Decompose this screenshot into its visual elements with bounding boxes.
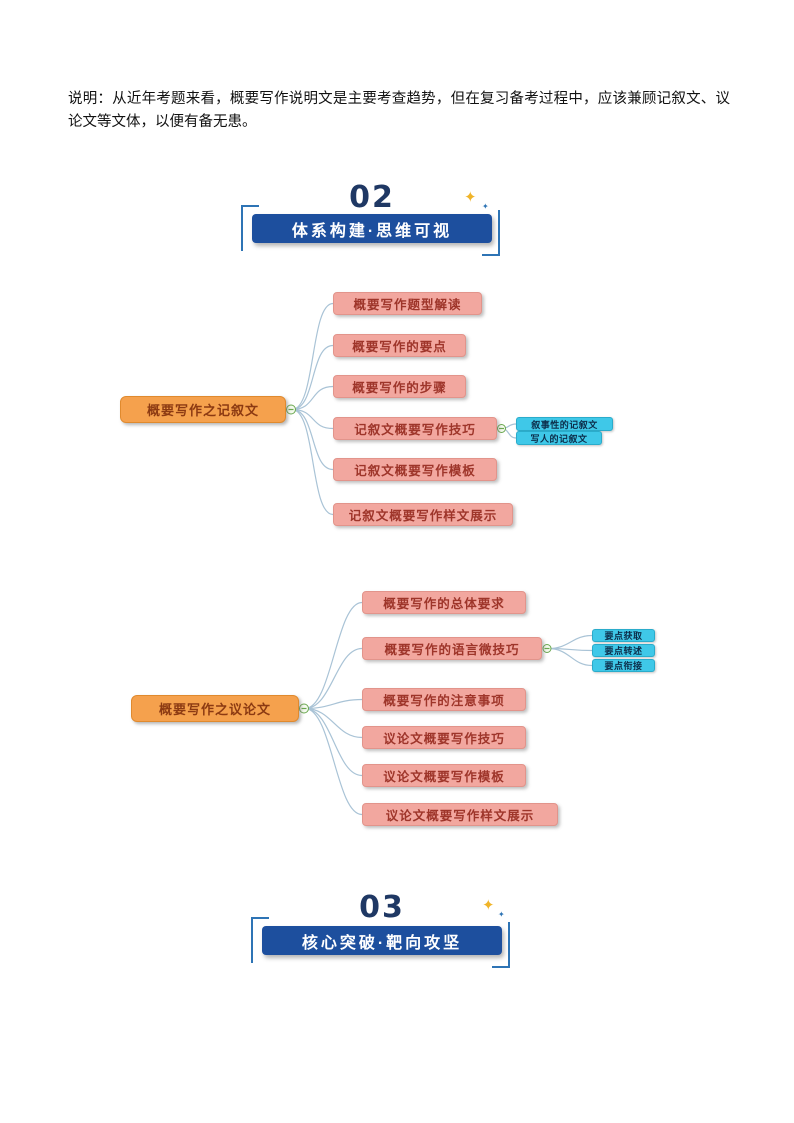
sparkle-icon: ✦ xyxy=(498,910,505,919)
collapse-icon xyxy=(542,644,552,653)
mindmap2-sub-node: 要点获取 xyxy=(592,629,655,642)
mindmap2-child-node: 概要写作的语言微技巧 xyxy=(362,637,542,660)
section-2-number: 02 xyxy=(349,180,395,215)
connector-line xyxy=(304,601,363,710)
corner-bracket-bottom-right xyxy=(492,922,510,968)
section-3-banner: 核心突破·靶向攻坚 xyxy=(262,926,502,955)
connector-line xyxy=(304,698,363,710)
mindmap1-child-node: 概要写作的步骤 xyxy=(333,375,466,398)
corner-bracket-bottom-right xyxy=(482,210,500,256)
mindmap1-child-node: 概要写作题型解读 xyxy=(333,292,482,315)
mindmap1-sub-node: 写人的记叙文 xyxy=(516,431,602,445)
mindmap1-child-node: 记叙文概要写作样文展示 xyxy=(333,503,513,526)
mindmap2-root-node: 概要写作之议论文 xyxy=(131,695,299,722)
collapse-icon xyxy=(299,703,309,714)
section-3-title: 核心突破·靶向攻坚 xyxy=(301,934,463,952)
connector-line xyxy=(291,302,334,411)
collapse-icon xyxy=(286,404,296,415)
mindmap2-child-node: 概要写作的注意事项 xyxy=(362,688,526,711)
mindmap1-child-node: 概要写作的要点 xyxy=(333,334,466,357)
sparkle-icon: ✦ xyxy=(482,897,495,914)
collapse-icon xyxy=(497,424,506,433)
mindmap2-child-node: 议论文概要写作样文展示 xyxy=(362,803,558,826)
connector-line xyxy=(304,707,363,739)
connector-line xyxy=(304,647,363,710)
section-2-banner: 体系构建·思维可视 xyxy=(252,214,492,243)
connector-line xyxy=(291,408,334,430)
connector-line xyxy=(547,647,593,667)
corner-bracket-top-left xyxy=(251,917,269,963)
connector-line xyxy=(304,707,363,816)
mindmap1-child-node: 记叙文概要写作技巧 xyxy=(333,417,497,440)
mindmap1-child-node: 记叙文概要写作模板 xyxy=(333,458,497,481)
connector-line xyxy=(291,408,334,516)
connector-line xyxy=(304,707,363,777)
connector-line xyxy=(291,344,334,411)
mindmap2-child-node: 概要写作的总体要求 xyxy=(362,591,526,614)
mindmap2-sub-node: 要点衔接 xyxy=(592,659,655,672)
mindmap1-sub-node: 叙事性的记叙文 xyxy=(516,417,613,431)
sparkle-icon: ✦ xyxy=(464,189,477,206)
section-2-title: 体系构建·思维可视 xyxy=(291,222,453,240)
mindmap1-root-node: 概要写作之记叙文 xyxy=(120,396,286,423)
corner-bracket-top-left xyxy=(241,205,259,251)
mindmap2-sub-node: 要点转述 xyxy=(592,644,655,657)
mindmap2-child-node: 议论文概要写作技巧 xyxy=(362,726,526,749)
section-3-number: 03 xyxy=(359,890,405,925)
connector-line xyxy=(291,408,334,471)
connector-line xyxy=(547,634,593,650)
mindmap2-child-node: 议论文概要写作模板 xyxy=(362,764,526,787)
connector-line xyxy=(291,385,334,411)
sparkle-icon: ✦ xyxy=(482,202,489,211)
intro-paragraph: 说明：从近年考题来看，概要写作说明文是主要考查趋势，但在复习备考过程中，应该兼顾… xyxy=(68,91,730,130)
